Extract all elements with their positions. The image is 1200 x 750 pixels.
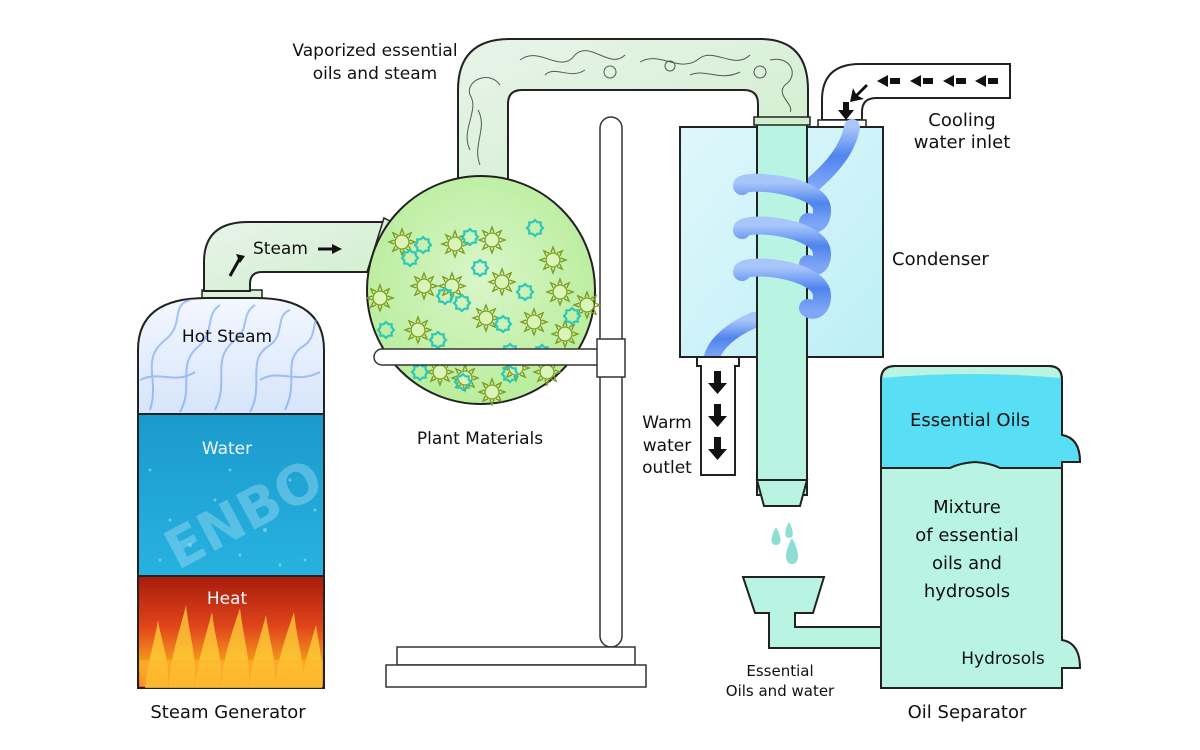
plant-flower-icon bbox=[477, 377, 507, 407]
arrow-up-icon bbox=[228, 257, 242, 277]
plant-ring-icon bbox=[400, 248, 420, 268]
flame-base bbox=[140, 660, 322, 686]
oil-separator: Essential Oils Mixture of essential oils… bbox=[880, 365, 1082, 723]
arrow-down-icon bbox=[708, 371, 727, 394]
essential-oils-label: Essential Oils bbox=[910, 410, 1030, 431]
plant-ring-icon bbox=[452, 293, 472, 313]
plant-ring-icon bbox=[562, 306, 582, 326]
vapor-label-line1: Vaporized essential bbox=[292, 41, 457, 61]
heat-label: Heat bbox=[207, 589, 248, 609]
ring-stand bbox=[385, 116, 647, 688]
condenser-label: Condenser bbox=[892, 249, 989, 270]
stand-base-bottom bbox=[385, 664, 647, 688]
arrow-down-left-icon bbox=[850, 84, 868, 102]
steam-generator: ENBO Hot Steam Water Heat Steam Generato… bbox=[137, 289, 333, 723]
cooling-inlet-label-line2: water inlet bbox=[914, 132, 1011, 153]
warm-outlet-label-line1: Warm bbox=[642, 413, 691, 433]
plant-ring-icon bbox=[413, 235, 433, 255]
plant-flower-icon bbox=[545, 277, 575, 307]
collector-funnel: Essential Oils and water bbox=[726, 576, 883, 700]
water-bubbles bbox=[148, 468, 317, 567]
plant-flower-icon bbox=[471, 303, 501, 333]
separator-outline-top bbox=[880, 365, 1082, 463]
droplet-icon bbox=[786, 538, 798, 564]
arrow-down-icon bbox=[708, 404, 727, 427]
plant-flower-icon bbox=[538, 245, 568, 275]
stand-arm bbox=[373, 348, 607, 366]
plant-ring-icon bbox=[453, 372, 473, 392]
plant-flower-icon bbox=[440, 229, 470, 259]
steam-pipe: Steam bbox=[203, 216, 393, 292]
mixture-label-line2: of essential bbox=[915, 525, 1018, 546]
arrow-left-icon bbox=[910, 75, 933, 87]
arrow-down-icon bbox=[838, 102, 854, 120]
hot-steam-label: Hot Steam bbox=[182, 327, 272, 347]
stand-base-top bbox=[396, 646, 636, 666]
arrow-left-icon bbox=[877, 75, 900, 87]
plant-flower-icon bbox=[572, 290, 602, 320]
plant-flower-icon bbox=[387, 227, 417, 257]
cooling-inlet-label-line1: Cooling bbox=[928, 110, 995, 131]
outlet-arrows bbox=[708, 371, 727, 460]
arrow-down-icon bbox=[708, 437, 727, 460]
hot-steam-zone bbox=[137, 297, 325, 415]
vapor-label-line2: oils and steam bbox=[313, 64, 437, 84]
droplet-icon bbox=[785, 522, 793, 538]
plant-ring-icon bbox=[428, 330, 448, 350]
plant-ring-icon bbox=[525, 218, 545, 238]
steam-label: Steam bbox=[253, 239, 308, 259]
plant-ring-icon bbox=[515, 282, 535, 302]
oil-separator-label: Oil Separator bbox=[908, 702, 1027, 723]
essential-oils-layer bbox=[882, 374, 1079, 468]
plant-flower-icon bbox=[409, 271, 439, 301]
plant-flower-icon bbox=[550, 319, 580, 349]
tube-tip bbox=[755, 479, 809, 507]
plant-ring-icon bbox=[500, 364, 520, 384]
arrow-left-icon bbox=[943, 75, 966, 87]
arrow-up-head bbox=[236, 254, 245, 263]
plant-ring-icon bbox=[435, 286, 455, 306]
plant-flower-icon bbox=[487, 267, 517, 297]
plant-flower-icon bbox=[365, 283, 395, 313]
flask: Plant Materials bbox=[365, 175, 626, 449]
collector-label-line1: Essential bbox=[746, 662, 813, 680]
arrow-right-head bbox=[332, 244, 342, 254]
plant-materials bbox=[365, 218, 602, 407]
steam-generator-label: Steam Generator bbox=[150, 702, 306, 723]
coil-tube bbox=[804, 119, 860, 193]
hydrosols-label: Hydrosols bbox=[961, 649, 1045, 669]
vapor-swirls bbox=[466, 50, 793, 166]
warm-outlet-label-line2: water bbox=[643, 436, 691, 456]
tube-flange bbox=[753, 116, 811, 126]
plant-flower-icon bbox=[403, 315, 433, 345]
inlet-arrows bbox=[838, 75, 998, 120]
plant-ring-icon bbox=[460, 227, 480, 247]
warm-outlet-label-line3: outlet bbox=[642, 458, 692, 478]
water-label: Water bbox=[202, 439, 252, 459]
water-zone bbox=[137, 413, 325, 577]
stand-clamp bbox=[596, 338, 626, 378]
droplet-icon bbox=[771, 527, 781, 545]
plant-ring-icon bbox=[470, 258, 490, 278]
mixture-label-line1: Mixture bbox=[933, 497, 1001, 518]
steam-wisps bbox=[139, 299, 323, 413]
plant-materials-label: Plant Materials bbox=[417, 429, 543, 449]
oil-interface bbox=[882, 460, 1061, 469]
plant-ring-icon bbox=[410, 362, 430, 382]
cooling-coil bbox=[733, 173, 832, 319]
mixture-label-line4: hydrosols bbox=[924, 581, 1010, 602]
coil-tube-exit bbox=[704, 312, 762, 365]
plant-ring-icon bbox=[376, 320, 396, 340]
mixture-label-line3: oils and bbox=[932, 553, 1002, 574]
plant-flower-icon bbox=[519, 307, 549, 337]
droplets bbox=[771, 522, 798, 564]
plant-flower-icon bbox=[477, 225, 507, 255]
collector-label-line2: Oils and water bbox=[726, 682, 835, 700]
stand-rod bbox=[599, 116, 623, 648]
condenser: Condenser Cooling water inlet Warm water… bbox=[642, 63, 1011, 507]
arrow-left-icon bbox=[975, 75, 998, 87]
plant-ring-icon bbox=[493, 314, 513, 334]
